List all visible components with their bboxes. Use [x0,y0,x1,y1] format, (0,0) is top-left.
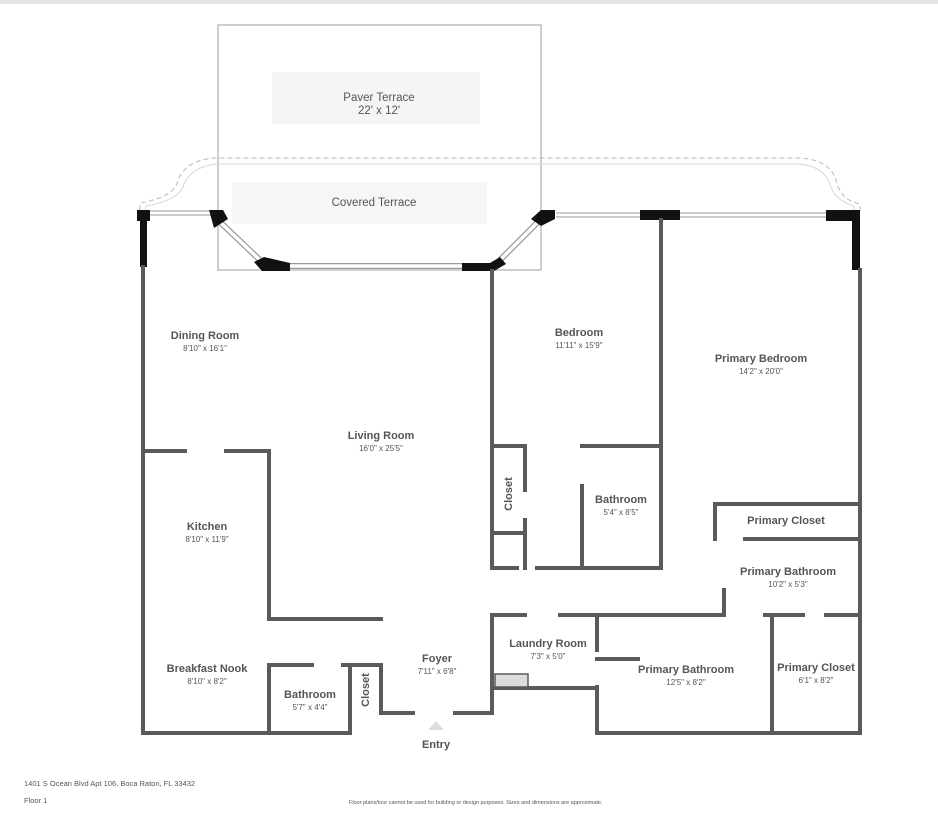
primary-closet-upper-name: Primary Closet [747,515,825,527]
kitchen-name: Kitchen [187,521,228,533]
bedroom-dims: 11'11" x 15'9" [555,341,602,350]
bedroom-bathroom-name: Bathroom [595,494,647,506]
kitchen-dims: 8'10" x 11'9" [185,535,228,544]
laundry-appliance [494,673,529,688]
primary-bedroom-dims: 14'2" x 20'0" [739,367,783,376]
bedroom-closet-name: Closet [503,477,515,511]
paver-terrace-outline [217,24,542,271]
covered-terrace-outline [139,157,861,212]
foyer-bathroom-dims: 5'7" x 4'4" [293,703,328,712]
breakfast-nook-name: Breakfast Nook [167,663,249,675]
living-room-name: Living Room [348,430,415,442]
living-room-dims: 16'0" x 25'5" [359,444,403,453]
primary-bedroom-name: Primary Bedroom [715,353,808,365]
covered-terrace-inner-outline [145,163,855,212]
footer-floor: Floor 1 [24,796,48,805]
primary-bathroom-lower-dims: 12'5" x 8'2" [666,678,706,687]
paver-terrace-name: Paver Terrace [343,92,414,104]
laundry-room-name: Laundry Room [509,638,587,650]
primary-bathroom-upper-dims: 10'2" x 5'3" [768,580,808,589]
window-walls [150,210,826,269]
covered-terrace-name: Covered Terrace [332,197,417,209]
footer-disclaimer: Floor plans/tour cannot be used for buil… [349,800,603,806]
top-bar [0,0,938,4]
primary-bathroom-upper-name: Primary Bathroom [740,566,836,578]
primary-bathroom-lower-name: Primary Bathroom [638,664,734,676]
foyer-closet-name: Closet [360,673,372,707]
paver-terrace-label-bg [272,72,480,124]
interior-walls [141,218,862,735]
wall-corners [137,210,860,271]
footer-address: 1401 S Ocean Blvd Apt 106, Boca Raton, F… [24,779,196,788]
dining-room-name: Dining Room [171,330,240,342]
covered-terrace-label-bg [232,182,487,224]
bedroom-name: Bedroom [555,327,604,339]
bedroom-bathroom-dims: 5'4" x 8'5" [604,508,639,517]
dining-room-dims: 8'10" x 16'1" [183,344,227,353]
paver-terrace-dims: 22' x 12' [358,105,400,117]
laundry-room-dims: 7'3" x 5'0" [531,652,566,661]
entry-arrow [428,721,444,730]
entry-label: Entry [422,739,451,751]
primary-closet-lower-dims: 6'1" x 8'2" [799,676,834,685]
foyer-name: Foyer [422,653,453,665]
foyer-dims: 7'11" x 6'8" [418,667,457,676]
breakfast-nook-dims: 8'10" x 8'2" [187,677,227,686]
primary-closet-lower-name: Primary Closet [777,662,855,674]
foyer-bathroom-name: Bathroom [284,689,336,701]
